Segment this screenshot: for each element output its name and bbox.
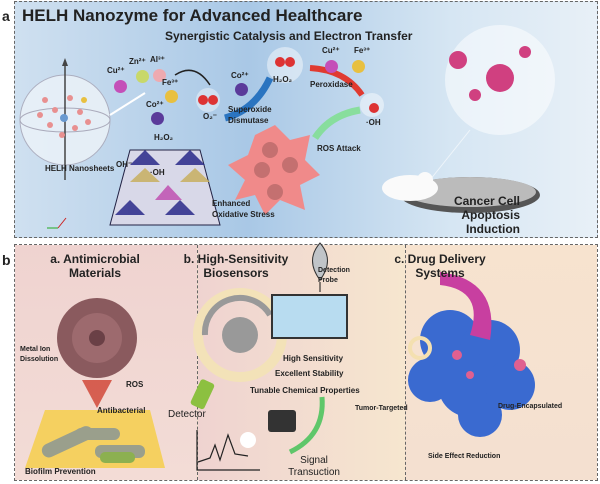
oh-label: ·OH [366, 118, 381, 127]
nanosheet-sphere [19, 58, 111, 180]
biosensors-title: b. High-Sensitivity Biosensors [183, 252, 289, 280]
ros-label: ROS [126, 380, 144, 389]
panel-a-letter: a [2, 8, 10, 24]
ion-fe-2 [352, 60, 365, 73]
probe-label: Detection Probe [318, 267, 350, 284]
lattice-oh-label: ·OH [150, 168, 165, 177]
bacteria [41, 426, 145, 463]
metal-dissolution-label: Metal Ion Dissolution [20, 346, 59, 363]
ion-co [151, 112, 164, 125]
targeted-label: Tumor-Targeted [355, 405, 408, 412]
ion-label-cu: Cu²⁺ [107, 66, 125, 75]
apoptosis-label: Cancer Cell Apoptosis Induction [453, 194, 520, 236]
magnifier [190, 288, 287, 410]
ion-cu [114, 80, 127, 93]
feature-stability: Excellent Stability [275, 369, 344, 378]
panel-b-illustration [25, 242, 535, 471]
ion-label-zn: Zn²⁺ [129, 57, 146, 66]
panel-b [14, 244, 598, 481]
check-icon [240, 432, 256, 448]
probe-dish [271, 242, 348, 339]
lattice-h2o2-label: H₂O₂ [154, 133, 174, 142]
detector-label: Detector [168, 409, 206, 420]
monitor-icon [268, 410, 296, 432]
o2-label: O₂⁻ [203, 112, 217, 121]
tumor-cluster [408, 310, 535, 437]
antibacterial-label: Antibacterial [97, 406, 146, 415]
co-label: Co²⁺ [231, 71, 249, 80]
panel-a-subtitle: Synergistic Catalysis and Electron Trans… [165, 29, 413, 43]
lattice-structure [109, 149, 221, 226]
ion-fe [165, 90, 178, 103]
biosensors-panel [197, 245, 405, 480]
ros-attack-label: ROS Attack [317, 144, 361, 153]
h2o2-bubble [267, 47, 303, 83]
biofilm-label: Biofilm Prevention [25, 467, 96, 476]
ion-al [153, 69, 166, 82]
mouse-dish [382, 172, 540, 213]
nanoflower [57, 298, 137, 378]
ion-label-co: Co²⁺ [146, 100, 164, 109]
peroxidase-label: Peroxidase [310, 80, 353, 89]
lattice-oh-minus-label: OH⁻ [116, 160, 133, 169]
side-effect-label: Side Effect Reduction [428, 453, 501, 460]
feature-tunable: Tunable Chemical Properties [250, 386, 360, 395]
o2-molecule [196, 88, 220, 112]
magnified-bubble [445, 25, 555, 135]
cancer-cell [228, 125, 320, 215]
drug-carrier [440, 272, 492, 340]
antimicrobial-title: a. Antimicrobial Materials [50, 252, 140, 280]
fe-label: Fe³⁺ [354, 46, 371, 55]
feature-high-sensitivity: High Sensitivity [283, 354, 344, 363]
ion-label-al: Al³⁺ [150, 55, 165, 64]
encapsulated-label: Drug-Encapsulated [498, 403, 563, 410]
oh-bubble [360, 93, 384, 117]
ion-cu-2 [325, 60, 338, 73]
h2o2-label: H₂O₂ [273, 75, 293, 84]
nanosheets-label: HELH Nanosheets [45, 164, 115, 173]
signal-plot [196, 430, 260, 471]
sod-label: Superoxide Dismutase [228, 105, 272, 125]
drug-title: c. Drug Delivery Systems [394, 252, 486, 280]
panel-a-illustration [19, 25, 555, 229]
ion-label-fe: Fe³⁺ [162, 78, 179, 87]
axes-icon [47, 217, 67, 229]
down-arrow [82, 380, 112, 408]
ion-zn [136, 70, 149, 83]
signal-label: Signal Transuction [288, 455, 340, 478]
panel-a-title: HELH Nanozyme for Advanced Healthcare [22, 6, 363, 25]
ion-co-2 [235, 83, 248, 96]
oxidative-stress-label: Enhanced Oxidative Stress [212, 199, 275, 219]
cu-label: Cu²⁺ [322, 46, 340, 55]
panel-b-letter: b [2, 252, 11, 268]
